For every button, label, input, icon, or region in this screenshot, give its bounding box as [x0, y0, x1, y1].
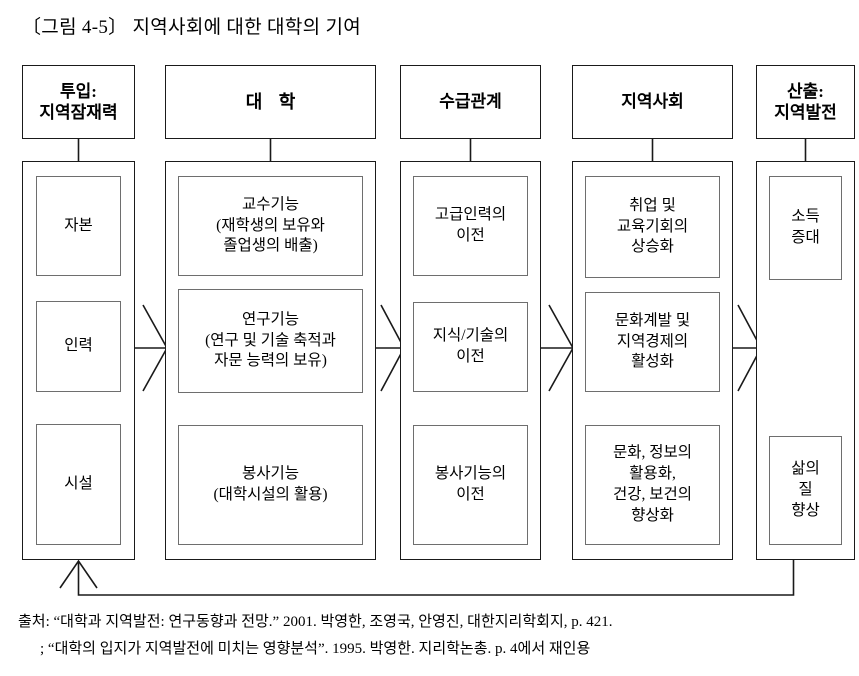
feedback-loop-arrowhead — [59, 559, 98, 589]
node-supply-talent-transfer: 고급인력의 이전 — [413, 176, 528, 276]
node-supply-service-transfer: 봉사기능의 이전 — [413, 425, 528, 545]
column-header-output: 산출: 지역발전 — [756, 65, 855, 139]
node-supply-knowledge-transfer: 지식/기술의 이전 — [413, 302, 528, 392]
node-community-culture-economy: 문화계발 및 지역경제의 활성화 — [585, 292, 720, 392]
node-university-research: 연구기능 (연구 및 기술 축적과 자문 능력의 보유) — [178, 289, 363, 393]
column-header-supply-demand: 수급관계 — [400, 65, 541, 139]
source-line-1: 출처: “대학과 지역발전: 연구동향과 전망.” 2001. 박영한, 조영국… — [18, 614, 613, 630]
arrow-1-head — [142, 304, 168, 392]
source-line-2: ; “대학의 입지가 지역발전에 미치는 영향분석”. 1995. 박영한. 지… — [40, 641, 591, 657]
column-header-input: 투입: 지역잠재력 — [22, 65, 135, 139]
node-input-manpower: 인력 — [36, 301, 121, 392]
node-input-capital: 자본 — [36, 176, 121, 276]
figure-title: 〔그림 4-5〕 지역사회에 대한 대학의 기여 — [22, 17, 361, 38]
node-community-culture-health: 문화, 정보의 활용화, 건강, 보건의 향상화 — [585, 425, 720, 545]
column-header-university: 대 학 — [165, 65, 376, 139]
column-header-community: 지역사회 — [572, 65, 733, 139]
node-output-income: 소득 증대 — [769, 176, 842, 280]
node-output-quality-of-life: 삶의 질 향상 — [769, 436, 842, 545]
node-community-employment-education: 취업 및 교육기회의 상승화 — [585, 176, 720, 278]
node-university-teaching: 교수기능 (재학생의 보유와 졸업생의 배출) — [178, 176, 363, 276]
feedback-loop-path — [77, 560, 795, 596]
arrow-3-head — [548, 304, 574, 392]
node-input-facility: 시설 — [36, 424, 121, 545]
node-university-service: 봉사기능 (대학시설의 활용) — [178, 425, 363, 545]
